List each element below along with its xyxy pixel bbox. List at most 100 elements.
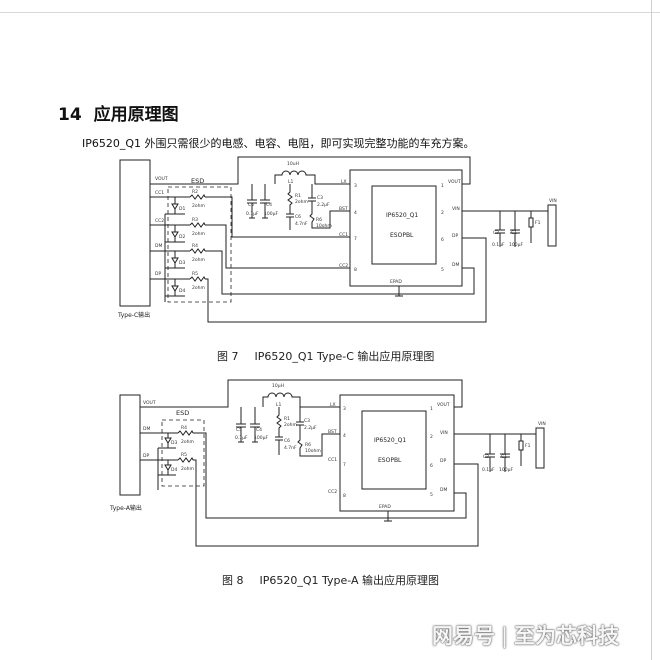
- r5-resistor: [189, 276, 206, 282]
- d1-ref: D1: [179, 206, 185, 212]
- conn-a-label-dp: DP: [143, 453, 149, 459]
- r4-ref-a: R4: [181, 425, 187, 431]
- conn-label-dm: DM: [155, 243, 162, 249]
- ic-package-label-a: ESOPBL: [378, 457, 402, 464]
- r5-resistor-a: [177, 457, 194, 463]
- pin-bst-a: BST: [328, 429, 337, 435]
- conn-label-cc1: CC1: [155, 190, 164, 196]
- r1-ref: R1: [295, 193, 301, 199]
- esd-box-a: [161, 419, 205, 487]
- l1-inductor-a: [262, 392, 340, 408]
- pin-dp: DP: [452, 233, 458, 239]
- vin-wire: [462, 210, 548, 247]
- epad-ground-a: [384, 511, 392, 522]
- watermark-brand: 网易号: [432, 624, 495, 648]
- c3-value-a: 2.2μF: [304, 425, 317, 431]
- pin-4-a: 4: [343, 433, 346, 439]
- r3-value: 2ohm: [192, 231, 205, 237]
- pin-lx-a: LX: [330, 402, 336, 408]
- pin-3-a: 3: [343, 406, 346, 412]
- conn-a-label-vout: VOUT: [143, 400, 156, 406]
- esd-diodes-a: [157, 433, 176, 490]
- c6-ref-a: C6: [284, 438, 290, 444]
- r3-ref: R3: [192, 217, 198, 223]
- r5-value: 2ohm: [192, 285, 205, 291]
- dm-wire: [150, 250, 475, 295]
- r4-value: 2ohm: [192, 257, 205, 263]
- r2-ref: R2: [192, 189, 198, 195]
- c4-value: 100μF: [264, 211, 278, 217]
- vin-conn-label: VIN: [549, 198, 557, 204]
- c5-capacitor: [247, 184, 257, 219]
- c4-ref-a: C4: [256, 427, 262, 433]
- pin-8: 8: [354, 267, 357, 273]
- watermark-author: 至为芯科技: [514, 624, 620, 648]
- f1-fuse-a: [518, 440, 524, 451]
- r1-value: 2ohm: [295, 199, 308, 205]
- cc1-wire: [150, 196, 350, 238]
- esd-label: ESD: [191, 177, 204, 185]
- r5-ref: R5: [192, 271, 198, 277]
- pin-vout: VOUT: [448, 179, 461, 185]
- r4-resistor: [189, 248, 206, 254]
- ic-name-a: IP6520_Q1: [374, 437, 406, 444]
- c2-value-a: 0.1μF: [482, 467, 495, 473]
- figure-7-number: 图 7: [217, 350, 239, 363]
- vin-conn-label-a: VIN: [538, 421, 546, 427]
- c4-value-a: 100μF: [254, 435, 268, 441]
- c4-ref: C4: [266, 202, 272, 208]
- conn-label-dp: DP: [155, 271, 161, 277]
- r5-ref-a: R5: [181, 452, 187, 458]
- pin-6: 6: [441, 237, 444, 243]
- section-number: 14: [58, 105, 82, 125]
- l1-value: 10uH: [287, 161, 299, 167]
- r5-value-a: 2ohm: [181, 466, 194, 472]
- r4-resistor-a: [177, 430, 194, 436]
- r2-resistor: [189, 194, 206, 200]
- ic-pad: [371, 185, 437, 265]
- r1-c6-snubber: [286, 184, 294, 230]
- pin-lx: LX: [341, 179, 347, 185]
- vout-wire: [150, 156, 471, 185]
- c3-ref: C3: [317, 195, 323, 201]
- pin-dm: DM: [452, 262, 459, 268]
- c1-value: 100μF: [509, 242, 523, 248]
- pin-cc2-a: CC2: [328, 489, 337, 495]
- page-right-rule: [651, 0, 652, 660]
- pin-4: 4: [354, 210, 357, 216]
- pin-1-a: 1: [430, 406, 433, 412]
- pin-cc2: CC2: [339, 263, 348, 269]
- c5-ref: C5: [248, 202, 254, 208]
- c6-value-a: 4.7nF: [284, 445, 297, 451]
- ic-package: [349, 169, 463, 287]
- typec-output-label: Type-C输出: [117, 311, 150, 319]
- d2-ref: D2: [179, 234, 185, 240]
- typea-connector: [119, 394, 141, 496]
- dp-wire-a: [140, 459, 479, 547]
- pin-vin: VIN: [452, 206, 460, 212]
- pin-cc1: CC1: [339, 232, 348, 238]
- r1-ref-a: R1: [284, 416, 290, 422]
- l1-ref: L1: [288, 179, 294, 185]
- pin-vout-a: VOUT: [437, 402, 450, 408]
- f1-ref: F1: [535, 220, 541, 226]
- ic-pad-a: [361, 410, 427, 490]
- c2-ref: C2: [493, 230, 499, 236]
- c3-r6-bst-a: [296, 407, 340, 457]
- pin-vin-a: VIN: [440, 430, 448, 436]
- section-title: 应用原理图: [93, 105, 179, 125]
- l1-ref-a: L1: [276, 402, 282, 408]
- c3-value: 2.2μF: [317, 202, 330, 208]
- c4-capacitor: [260, 184, 270, 219]
- figure-8-title: IP6520_Q1 Type-A 输出应用原理图: [259, 574, 440, 587]
- c2-value: 0.1μF: [492, 242, 505, 248]
- c4-capacitor-a: [250, 407, 260, 443]
- esd-diodes: [164, 197, 185, 302]
- c5-value-a: 0.1μF: [235, 435, 248, 441]
- page-top-line: [0, 12, 660, 13]
- c5-ref-a: C5: [236, 427, 242, 433]
- c2-ref-a: C2: [483, 454, 489, 460]
- c6-ref: C6: [295, 214, 301, 220]
